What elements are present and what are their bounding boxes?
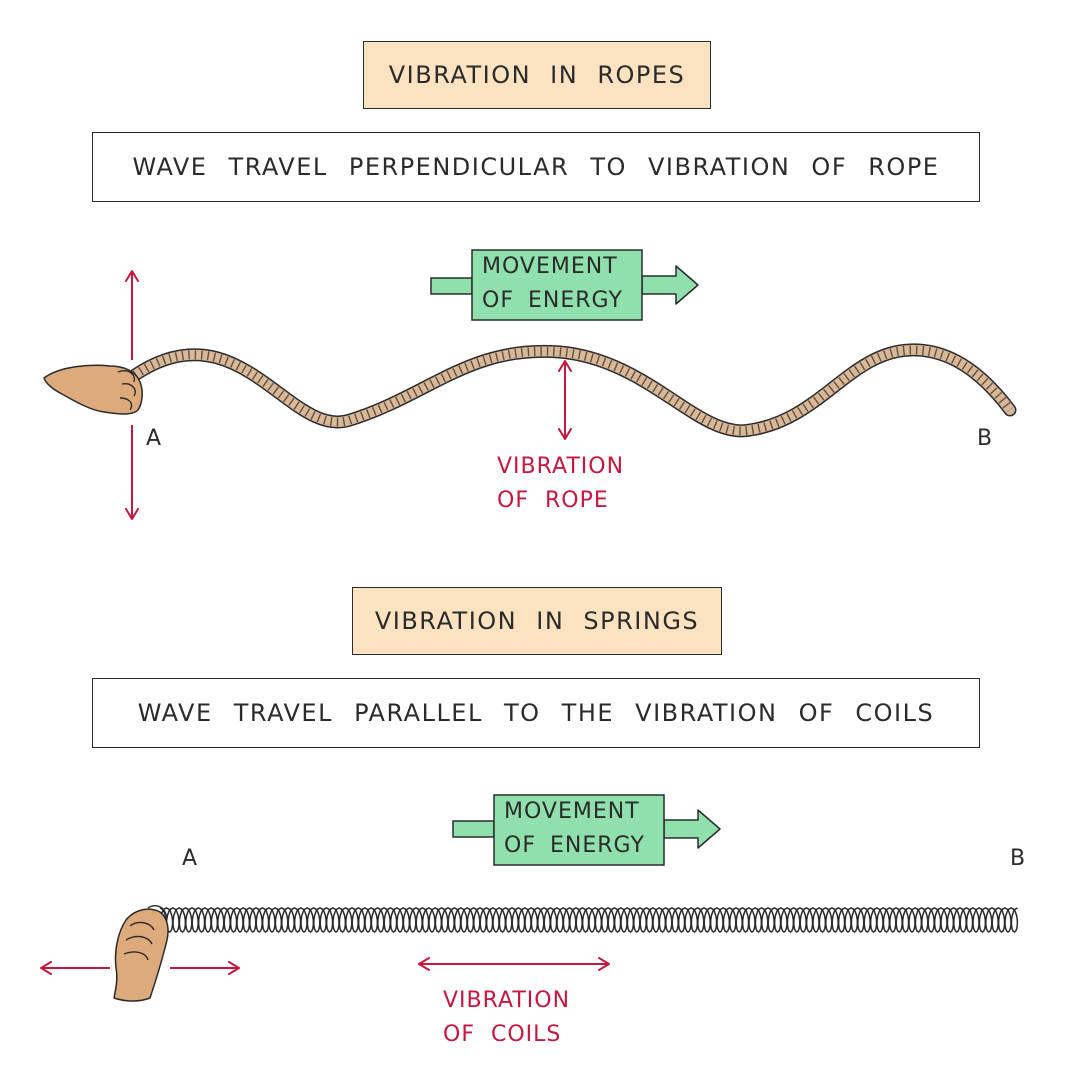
rope-vibration-line1: VIBRATION xyxy=(497,454,625,479)
rope xyxy=(128,343,1017,438)
rope-vibration-label: VIBRATION OF ROPE xyxy=(497,450,624,518)
spring-section-title: VIBRATION IN SPRINGS xyxy=(352,587,722,655)
spring-vibration-line2: OF COILS xyxy=(443,1022,562,1047)
spring-energy-line1: MOVEMENT xyxy=(504,799,640,824)
spring-section-description: WAVE TRAVEL PARALLEL TO THE VIBRATION OF… xyxy=(92,678,980,748)
spring-point-b: B xyxy=(1010,846,1026,871)
rope-section-title: VIBRATION IN ROPES xyxy=(363,41,711,109)
spring-section-description-text: WAVE TRAVEL PARALLEL TO THE VIBRATION OF… xyxy=(137,699,935,727)
spring-energy-label: MOVEMENT OF ENERGY xyxy=(494,795,664,865)
rope-energy-label: MOVEMENT OF ENERGY xyxy=(472,250,642,320)
spring-section-title-text: VIBRATION IN SPRINGS xyxy=(374,607,700,635)
rope-energy-line1: MOVEMENT xyxy=(482,254,618,279)
spring-vibration-label: VIBRATION OF COILS xyxy=(443,984,570,1052)
hand-rope xyxy=(43,364,143,415)
spring-vibration-line1: VIBRATION xyxy=(443,988,571,1013)
spring-energy-line2: OF ENERGY xyxy=(504,833,645,858)
rope-energy-line2: OF ENERGY xyxy=(482,288,623,313)
rope-section-description-text: WAVE TRAVEL PERPENDICULAR TO VIBRATION O… xyxy=(132,153,940,181)
energy-arrow-rope xyxy=(430,249,699,321)
rope-vibration-line2: OF ROPE xyxy=(497,488,609,513)
spring-point-a: A xyxy=(182,846,198,871)
rope-section-title-text: VIBRATION IN ROPES xyxy=(388,61,686,89)
rope-point-b: B xyxy=(977,426,993,451)
energy-arrow-spring xyxy=(452,794,721,866)
spring xyxy=(159,907,1019,933)
hand-spring xyxy=(113,904,169,1002)
rope-point-a: A xyxy=(146,426,162,451)
rope-section-description: WAVE TRAVEL PERPENDICULAR TO VIBRATION O… xyxy=(92,132,980,202)
